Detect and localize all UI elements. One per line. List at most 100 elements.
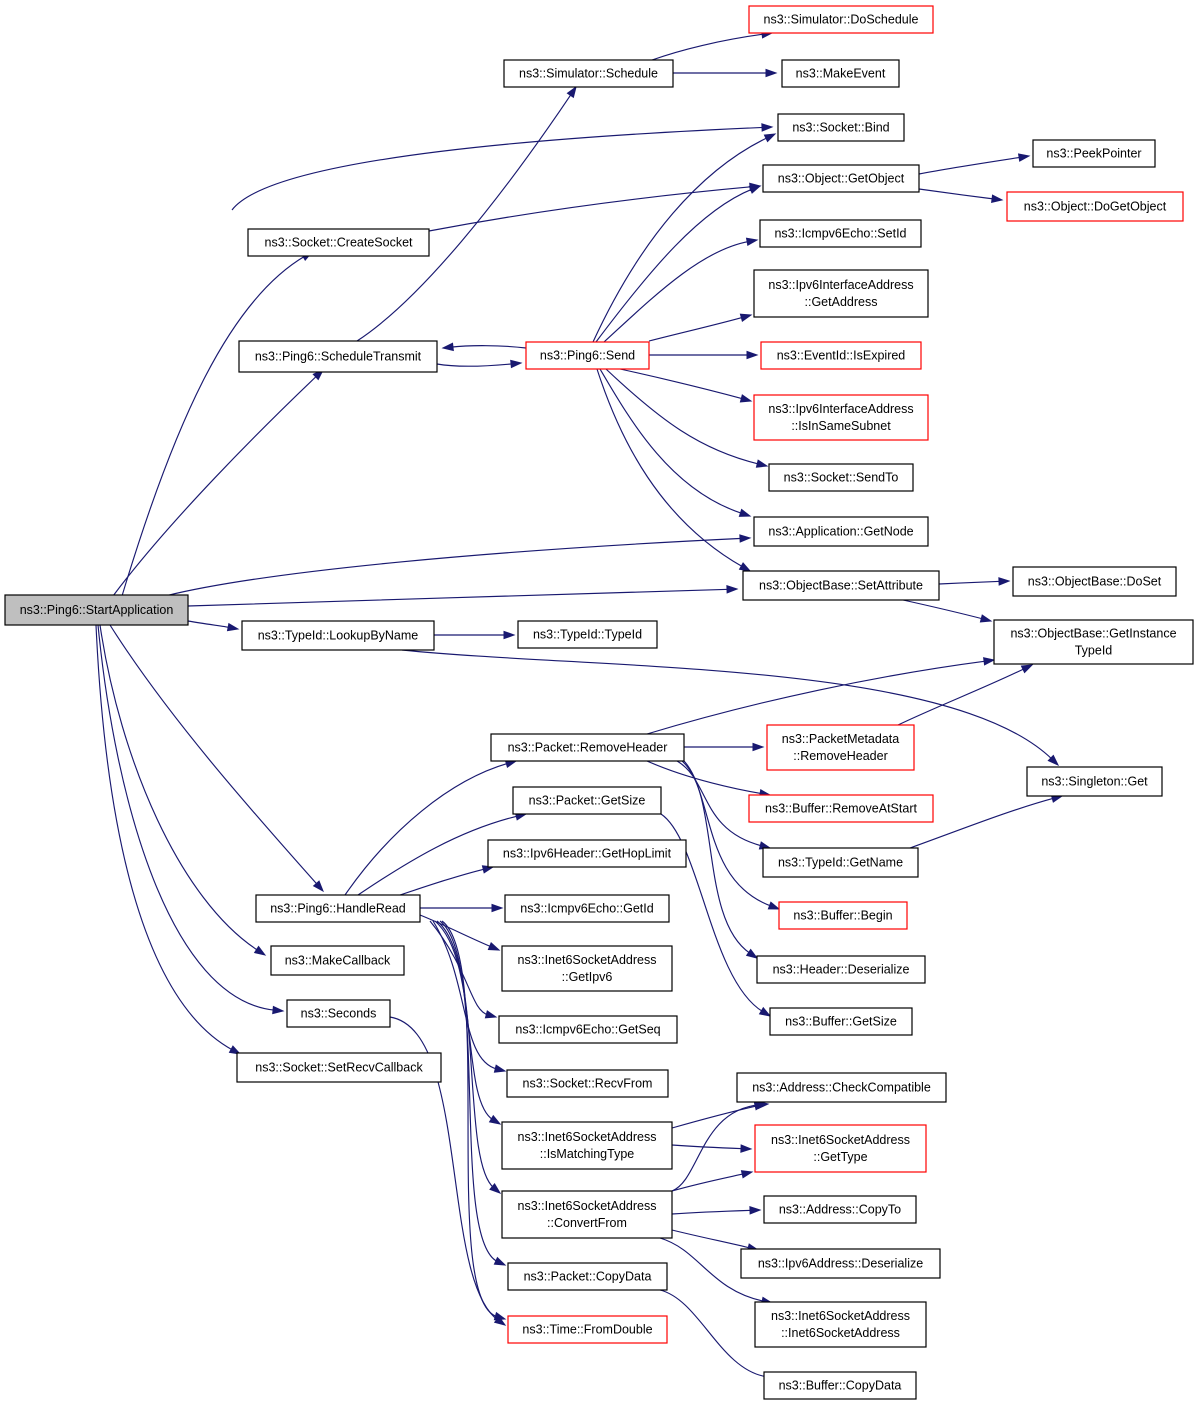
node-send[interactable]: ns3::Ping6::Send — [525, 341, 650, 370]
node-fromdouble[interactable]: ns3::Time::FromDouble — [507, 1315, 668, 1344]
node-i6gettype[interactable]: ns3::Inet6SocketAddress::GetType — [754, 1124, 927, 1173]
node-echogetid[interactable]: ns3::Icmpv6Echo::GetId — [504, 894, 670, 923]
node-i6ctor[interactable]: ns3::Inet6SocketAddress::Inet6SocketAddr… — [754, 1301, 927, 1348]
node-box — [762, 164, 920, 193]
edge-sched-to-doschedule — [651, 30, 774, 61]
node-box — [255, 894, 421, 923]
node-setrecvcb[interactable]: ns3::Socket::SetRecvCallback — [236, 1052, 442, 1083]
node-label: ns3::PeekPointer — [1046, 147, 1141, 161]
node-box — [763, 1195, 917, 1224]
edge-line — [109, 624, 319, 886]
edge-line — [399, 868, 486, 896]
node-label: ns3::MakeEvent — [796, 67, 886, 81]
node-removeatstart[interactable]: ns3::Buffer::RemoveAtStart — [748, 794, 934, 823]
node-i6getipv6[interactable]: ns3::Inet6SocketAddress::GetIpv6 — [501, 945, 673, 992]
node-lookupbyname[interactable]: ns3::TypeId::LookupByName — [241, 620, 435, 651]
node-label: ns3::Packet::GetSize — [529, 794, 646, 808]
edge-schedtx-to-send — [436, 359, 523, 369]
arrowhead-icon — [979, 614, 993, 623]
node-singletonget[interactable]: ns3::Singleton::Get — [1026, 766, 1163, 797]
node-handleread[interactable]: ns3::Ping6::HandleRead — [255, 894, 421, 923]
node-hdrdeser[interactable]: ns3::Header::Deserialize — [756, 955, 926, 984]
node-label: ::Inet6SocketAddress — [781, 1326, 900, 1340]
node-label: ns3::Socket::Bind — [792, 121, 889, 135]
node-bind[interactable]: ns3::Socket::Bind — [777, 113, 905, 142]
node-bufbegin[interactable]: ns3::Buffer::Begin — [778, 901, 908, 930]
node-tidgetname[interactable]: ns3::TypeId::GetName — [762, 847, 919, 878]
node-box — [507, 1315, 668, 1344]
node-seconds[interactable]: ns3::Seconds — [286, 999, 391, 1028]
node-ifgetaddr[interactable]: ns3::Ipv6InterfaceAddress::GetAddress — [753, 269, 929, 318]
node-makecallback[interactable]: ns3::MakeCallback — [270, 945, 405, 976]
node-schedtx[interactable]: ns3::Ping6::ScheduleTransmit — [238, 340, 438, 373]
arrowhead-icon — [487, 942, 501, 951]
node-ip6deser[interactable]: ns3::Ipv6Address::Deserialize — [740, 1248, 941, 1279]
edge-removeheader-to-getinsttid — [646, 657, 996, 735]
edge-line — [595, 188, 753, 343]
edge-handleread-to-recvfrom — [432, 920, 507, 1073]
node-sendto[interactable]: ns3::Socket::SendTo — [768, 463, 914, 492]
node-bufgetsize[interactable]: ns3::Buffer::GetSize — [769, 1007, 913, 1036]
node-recvfrom[interactable]: ns3::Socket::RecvFrom — [506, 1069, 669, 1098]
edge-handleread-to-echogetid — [419, 903, 504, 913]
node-box — [754, 1124, 927, 1173]
node-pmremoveheader[interactable]: ns3::PacketMetadata::RemoveHeader — [766, 724, 915, 771]
arrowhead-icon — [738, 562, 752, 572]
edge-root-to-handleread — [109, 624, 324, 893]
node-label: ns3::Inet6SocketAddress — [771, 1133, 910, 1147]
node-checkcompat[interactable]: ns3::Address::CheckCompatible — [736, 1072, 947, 1103]
node-setattr[interactable]: ns3::ObjectBase::SetAttribute — [742, 570, 940, 601]
node-label: ns3::Icmpv6Echo::GetSeq — [515, 1023, 660, 1037]
node-makeevent[interactable]: ns3::MakeEvent — [781, 59, 900, 88]
node-setid[interactable]: ns3::Icmpv6Echo::SetId — [759, 219, 922, 248]
edge-line — [231, 126, 765, 211]
arrowhead-icon — [228, 1045, 242, 1055]
arrowhead-icon — [991, 194, 1004, 203]
edge-line — [918, 156, 1022, 175]
node-dogetobject[interactable]: ns3::Object::DoGetObject — [1006, 191, 1184, 222]
node-label: ns3::Packet::RemoveHeader — [508, 741, 668, 755]
node-typeid[interactable]: ns3::TypeId::TypeId — [517, 620, 658, 649]
node-label: ns3::Ipv6Address::Deserialize — [758, 1257, 923, 1271]
arrowhead-icon — [503, 630, 516, 640]
node-echogetseq[interactable]: ns3::Icmpv6Echo::GetSeq — [498, 1015, 678, 1044]
node-gethoplimit[interactable]: ns3::Ipv6Header::GetHopLimit — [487, 839, 687, 868]
edge-setattr-to-getinsttid — [902, 599, 993, 623]
arrowhead-icon — [484, 1010, 498, 1019]
edge-send-to-ifgetaddr — [648, 313, 753, 342]
node-box — [1026, 766, 1163, 797]
arrowhead-icon — [493, 1256, 507, 1266]
node-doschedule[interactable]: ns3::Simulator::DoSchedule — [748, 5, 934, 34]
node-doset[interactable]: ns3::ObjectBase::DoSet — [1012, 566, 1177, 597]
node-bufcopydata[interactable]: ns3::Buffer::CopyData — [763, 1371, 917, 1400]
node-sched[interactable]: ns3::Simulator::Schedule — [503, 59, 674, 88]
node-pktgetsize[interactable]: ns3::Packet::GetSize — [512, 786, 662, 815]
node-addrcopyto[interactable]: ns3::Address::CopyTo — [763, 1195, 917, 1224]
node-isexpired[interactable]: ns3::EventId::IsExpired — [760, 341, 922, 370]
node-getobject[interactable]: ns3::Object::GetObject — [762, 164, 920, 193]
edge-send-to-setattr — [596, 368, 752, 572]
node-createsocket[interactable]: ns3::Socket::CreateSocket — [247, 228, 430, 257]
edge-line — [902, 599, 984, 620]
node-label: ns3::Ping6::Send — [540, 349, 635, 363]
node-getnode[interactable]: ns3::Application::GetNode — [753, 516, 929, 547]
edge-line — [99, 624, 259, 952]
node-insamesubnet[interactable]: ns3::Ipv6InterfaceAddress::IsInSameSubne… — [753, 394, 929, 441]
node-convertfrom[interactable]: ns3::Inet6SocketAddress::ConvertFrom — [501, 1190, 673, 1239]
node-peekpointer[interactable]: ns3::PeekPointer — [1032, 139, 1156, 168]
edge-line — [436, 920, 495, 1189]
node-box — [498, 1015, 678, 1044]
edge-ismatchingtype-to-i6gettype — [671, 1144, 753, 1153]
node-removeheader[interactable]: ns3::Packet::RemoveHeader — [490, 733, 685, 762]
node-label: ns3::TypeId::GetName — [778, 856, 903, 870]
arrowhead-icon — [745, 237, 759, 247]
edge-root-to-createsocket — [121, 251, 314, 597]
node-root[interactable]: ns3::Ping6::StartApplication — [4, 594, 189, 626]
node-label: ns3::TypeId::LookupByName — [258, 629, 419, 643]
arrowhead-icon — [740, 1170, 754, 1179]
node-label: ns3::Object::DoGetObject — [1024, 200, 1167, 214]
node-pktcopydata[interactable]: ns3::Packet::CopyData — [507, 1262, 668, 1291]
node-label: ::ConvertFrom — [547, 1216, 627, 1230]
node-ismatchingtype[interactable]: ns3::Inet6SocketAddress::IsMatchingType — [501, 1121, 673, 1170]
